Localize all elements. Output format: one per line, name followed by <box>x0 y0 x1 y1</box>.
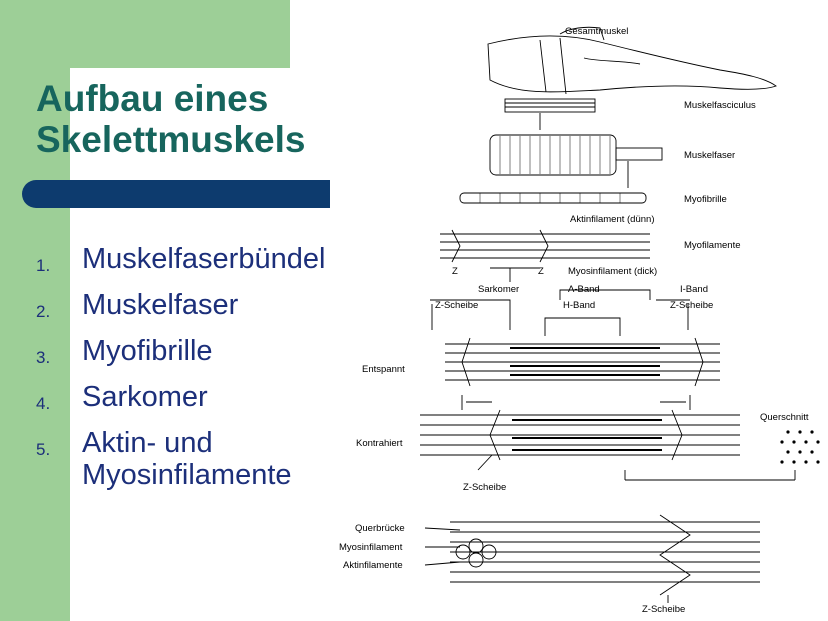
content-panel <box>70 68 590 621</box>
label-gesamtmuskel: Gesamtmuskel <box>565 26 628 37</box>
label-querbruecke: Querbrücke <box>355 523 405 534</box>
label-a-band: A-Band <box>568 284 600 295</box>
relaxed-sarcomere-shape <box>445 337 720 387</box>
list-text-line2: Myosinfilamente <box>82 459 292 491</box>
label-myosinfilament-dick: Myosinfilament (dick) <box>568 266 657 277</box>
list-text: Sarkomer <box>82 381 208 413</box>
cross-section-dots <box>780 430 820 464</box>
muscle-fiber-shape <box>489 134 617 176</box>
slide-title: Aufbau eines Skelettmuskels <box>36 78 305 160</box>
filament-bundle-shape <box>450 514 760 596</box>
label-aktinfilament-duenn: Aktinfilament (dünn) <box>570 214 654 225</box>
structure-list: 1. Muskelfaserbündel 2. Muskelfaser 3. Myof… <box>36 243 325 505</box>
slide-title-line1: Aufbau eines <box>36 78 269 119</box>
label-kontrahiert: Kontrahiert <box>356 438 403 449</box>
label-myofilamente: Myofilamente <box>684 240 741 251</box>
label-z-scheibe-right: Z-Scheibe <box>670 300 713 311</box>
list-text: Myofibrille <box>82 335 213 367</box>
label-sarkomer: Sarkomer <box>478 284 519 295</box>
label-myofibrille: Myofibrille <box>684 194 727 205</box>
list-number: 3. <box>36 348 51 367</box>
label-z-scheibe-lowest: Z-Scheibe <box>642 604 685 615</box>
list-item: 1. Muskelfaserbündel <box>36 243 325 275</box>
list-number: 5. <box>36 440 51 459</box>
green-top-band <box>70 0 290 68</box>
label-z-scheibe-bottom: Z-Scheibe <box>463 482 506 493</box>
label-querschnitt: Querschnitt <box>760 412 809 423</box>
myofilaments-shape <box>440 229 650 263</box>
myofibril-shape <box>459 192 647 204</box>
list-text: Muskelfaserbündel <box>82 243 326 275</box>
fasciculus-shape <box>504 98 596 113</box>
list-item: 4. Sarkomer <box>36 381 325 413</box>
green-side-strip <box>0 0 70 621</box>
label-z-right: Z <box>538 266 544 277</box>
label-aktinfilamente: Aktinfilamente <box>343 560 403 571</box>
label-muskelfaser: Muskelfaser <box>684 150 735 161</box>
list-number: 2. <box>36 302 51 321</box>
label-muskelfasciculus: Muskelfasciculus <box>684 100 756 111</box>
muscle-structure-diagram: Gesamtmuskel Muskelfasciculus Muskelfase… <box>339 26 820 615</box>
list-text: Muskelfaser <box>82 289 239 321</box>
label-i-band: I-Band <box>680 284 708 295</box>
slide-title-line2: Skelettmuskels <box>36 119 306 160</box>
whole-muscle-shape <box>487 35 777 93</box>
list-number: 1. <box>36 256 51 275</box>
list-text: Aktin- und <box>82 427 213 459</box>
list-number: 4. <box>36 394 51 413</box>
contracted-sarcomere-shape <box>420 409 740 461</box>
label-h-band: H-Band <box>563 300 595 311</box>
label-z-scheibe-left: Z-Scheibe <box>435 300 478 311</box>
list-item: 2. Muskelfaser <box>36 289 325 321</box>
label-myosinfilament: Myosinfilament <box>339 542 403 553</box>
list-item: 3. Myofibrille <box>36 335 325 367</box>
label-z-left: Z <box>452 266 458 277</box>
title-underline-bar <box>22 180 330 208</box>
label-entspannt: Entspannt <box>362 364 405 375</box>
